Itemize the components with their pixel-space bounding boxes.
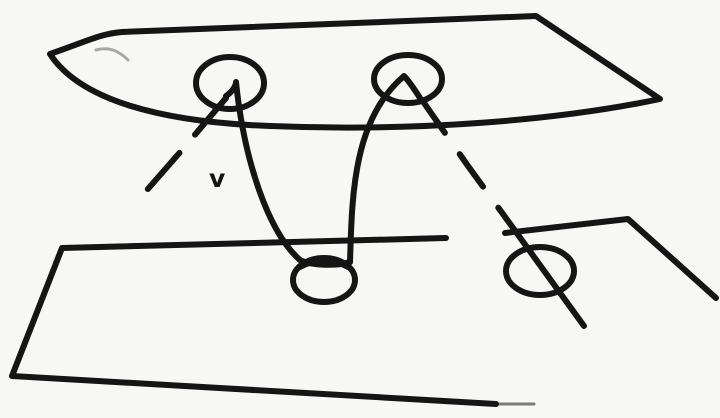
lower-left-plane [12,238,496,404]
upper-plane [50,16,660,128]
lower-right-hole [506,247,574,295]
label-v: v [209,166,225,191]
upper-plane-smudge [96,49,128,60]
upper-left-hole [196,57,264,109]
